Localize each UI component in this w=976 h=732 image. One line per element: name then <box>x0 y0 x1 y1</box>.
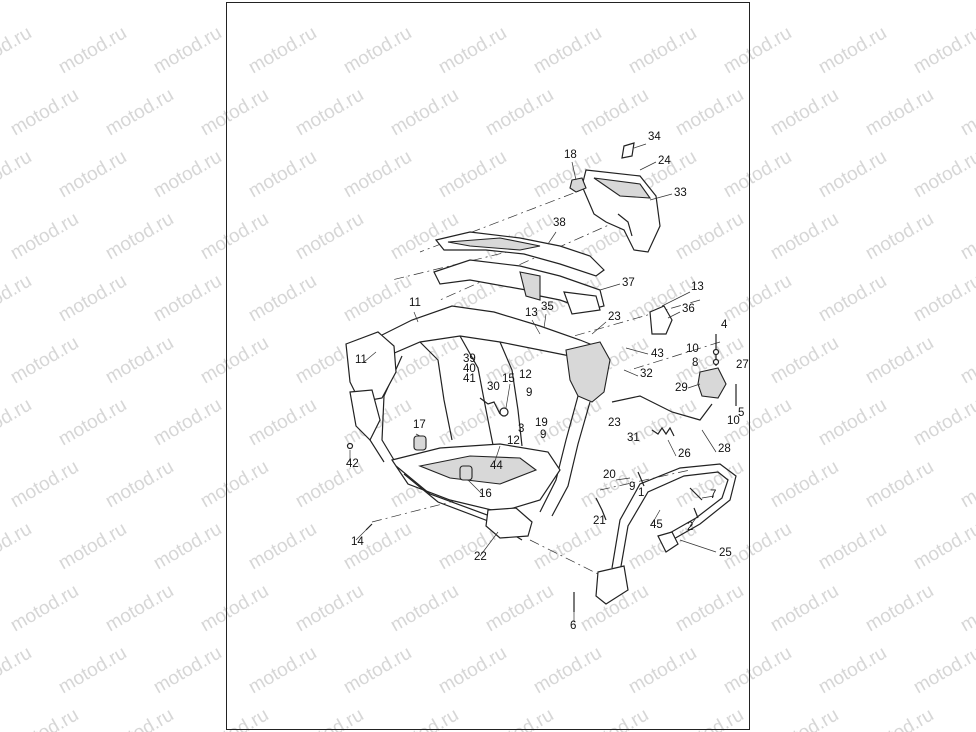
callout-number: 30 <box>487 381 500 393</box>
callout-number: 33 <box>674 187 687 199</box>
bolt-part-2 <box>693 507 699 519</box>
rod-part-28 <box>611 395 713 421</box>
mount-part-16 <box>459 465 473 481</box>
callout-number: 20 <box>603 469 616 481</box>
callout-number: 12 <box>519 369 532 381</box>
callout-number: 23 <box>608 311 621 323</box>
callout-number: 28 <box>718 443 731 455</box>
callout-number: 21 <box>593 515 606 527</box>
callout-number: 15 <box>502 373 515 385</box>
callout-number: 38 <box>553 217 566 229</box>
bolt-part-14 <box>365 523 373 531</box>
callout-number: 14 <box>351 536 364 548</box>
callout-number: 31 <box>627 432 640 444</box>
callout-number: 3 <box>518 423 524 435</box>
washer-part-8 <box>712 358 720 366</box>
callout-number: 43 <box>651 348 664 360</box>
callout-number: 7 <box>710 489 716 501</box>
callout-number: 27 <box>736 359 749 371</box>
callout-number: 19 <box>535 417 548 429</box>
callout-number: 6 <box>570 620 576 632</box>
clip-part-34 <box>621 142 635 159</box>
callout-number: 35 <box>541 301 554 313</box>
callout-number: 11 <box>409 297 421 309</box>
callout-number: 29 <box>675 382 688 394</box>
mount-part-17 <box>413 435 427 451</box>
callout-number: 10 <box>727 415 740 427</box>
cover-part-33 <box>581 169 661 253</box>
bolt-part-7 <box>689 487 703 501</box>
callout-number: 13 <box>691 281 704 293</box>
callout-number: 45 <box>650 519 663 531</box>
callout-number: 25 <box>719 547 732 559</box>
callout-number: 26 <box>678 448 691 460</box>
main-frame <box>345 305 611 541</box>
callout-number: 12 <box>507 435 520 447</box>
callout-number: 32 <box>640 368 653 380</box>
callout-number: 37 <box>622 277 635 289</box>
callout-number: 10 <box>686 343 699 355</box>
callout-number: 9 <box>629 481 635 493</box>
callout-number: 44 <box>490 460 503 472</box>
block-part-27 <box>697 367 727 399</box>
callout-number: 39 <box>463 353 476 365</box>
callout-number: 16 <box>479 488 492 500</box>
frame-cover-part-38 <box>434 231 605 277</box>
callout-number: 36 <box>682 303 695 315</box>
washer-part-10 <box>712 348 720 356</box>
callout-number: 9 <box>540 429 546 441</box>
leader-lines <box>349 143 717 622</box>
callout-number: 2 <box>687 521 693 533</box>
callout-number: 41 <box>463 373 476 385</box>
wire-part-30 <box>479 397 501 415</box>
callout-number: 17 <box>413 419 426 431</box>
bolt-part-1 <box>637 471 645 487</box>
callout-number: 22 <box>474 551 487 563</box>
callout-number: 9 <box>526 387 532 399</box>
callout-number: 34 <box>648 131 661 143</box>
bolt-part-21 <box>595 497 607 521</box>
callout-number: 5 <box>738 407 744 419</box>
callout-number: 24 <box>658 155 671 167</box>
diagram-frame <box>226 2 750 730</box>
engine-guard-part-25 <box>595 463 737 605</box>
spring-part-26 <box>651 426 675 437</box>
grommet-part-18 <box>569 177 587 193</box>
callout-number: 40 <box>463 363 476 375</box>
sensor-part-15 <box>499 407 509 417</box>
callout-number: 1 <box>638 487 644 499</box>
frame-cover-part-37 <box>433 259 605 315</box>
callout-number: 13 <box>525 307 538 319</box>
callout-number: 8 <box>692 357 698 369</box>
callout-number: 42 <box>346 458 359 470</box>
callout-number: 4 <box>721 319 728 331</box>
bracket-part-36 <box>649 305 673 335</box>
washer-part-42 <box>346 442 354 450</box>
callout-number: 23 <box>608 417 621 429</box>
callout-number: 18 <box>564 149 577 161</box>
callout-number: 11 <box>355 354 367 366</box>
